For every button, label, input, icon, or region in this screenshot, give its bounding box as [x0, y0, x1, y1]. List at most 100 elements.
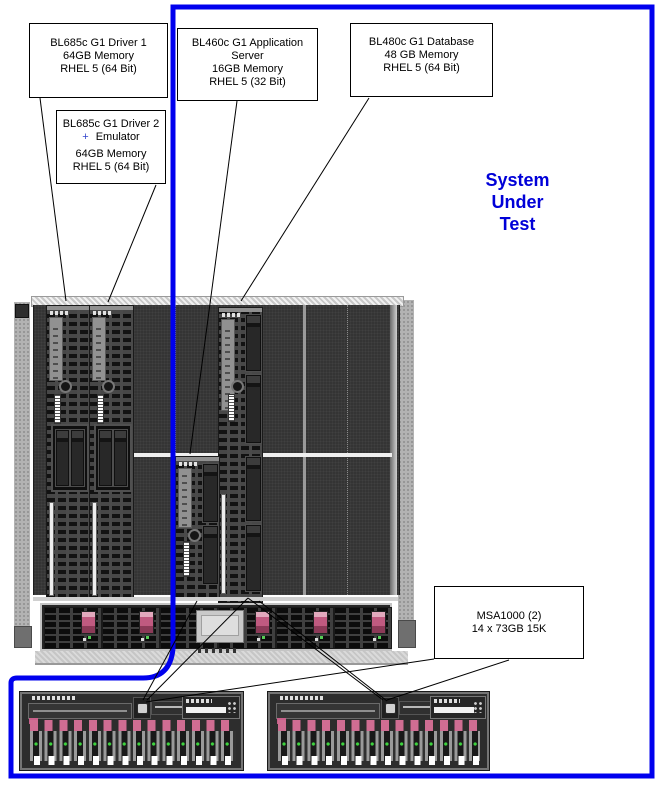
msa-controller-box — [133, 697, 151, 719]
blade-serial-ruler — [97, 394, 104, 424]
msa-model-microtext — [280, 696, 325, 700]
enclosure-bottom-strip — [35, 651, 408, 665]
blade-release-handle — [221, 494, 226, 594]
blade-bl685c-1 — [46, 305, 91, 599]
callout-driver1: BL685c G1 Driver 1 64GB Memory RHEL 5 (6… — [29, 23, 168, 98]
msa-drive-labels — [278, 756, 480, 765]
blade-power-button — [231, 380, 244, 393]
blade-serial-ruler — [228, 394, 235, 422]
msa-indicator-leds — [227, 701, 236, 713]
blade-power-button — [102, 380, 115, 393]
callout-driver1-line2: 64GB Memory — [63, 50, 134, 62]
msa-controller-box — [381, 697, 399, 719]
msa-indicator-leds — [473, 701, 482, 713]
psu-6 — [334, 607, 392, 649]
callout-storage: MSA1000 (2) 14 x 73GB 15K — [434, 586, 584, 659]
sff-drive — [55, 429, 70, 487]
callout-app-line1: BL460c G1 Application — [191, 37, 304, 49]
callout-driver2-line4: RHEL 5 (64 Bit) — [72, 161, 150, 173]
blade-top-edge — [90, 306, 133, 310]
callout-db-line2: 48 GB Memory — [384, 49, 459, 61]
callout-driver2-line2: + Emulator — [57, 131, 165, 144]
callout-driver2-line3: 64GB Memory — [75, 148, 147, 160]
psu-led — [262, 636, 265, 639]
blade-model-microtext — [179, 462, 199, 466]
callout-app-line3: 16GB Memory — [212, 63, 283, 75]
callout-db-line1: BL480c G1 Database — [368, 36, 475, 48]
insight-display-screen — [201, 615, 239, 636]
sff-drive — [245, 524, 262, 592]
blade-top-edge — [219, 308, 262, 312]
plus-sign: + — [82, 131, 89, 143]
callout-driver2-emulator: Emulator — [95, 131, 140, 143]
callout-driver1-line1: BL685c G1 Driver 1 — [50, 37, 147, 49]
blade-serial-ruler — [183, 541, 190, 577]
leader-driver2 — [107, 184, 157, 303]
left-rail-bracket — [15, 304, 29, 318]
msa-bezel — [276, 703, 380, 719]
leader-database — [240, 97, 370, 302]
msa-lcd-bar — [434, 707, 474, 713]
blade-model-microtext — [93, 311, 113, 315]
blade-model-microtext — [222, 313, 242, 317]
sff-drive — [245, 314, 262, 372]
callout-app-line4: RHEL 5 (32 Bit) — [209, 76, 286, 88]
right-rack-rail — [398, 300, 414, 648]
msa-display-microtext — [186, 699, 212, 703]
msa-drive-eject-tabs — [30, 720, 236, 731]
sff-drive — [113, 429, 128, 487]
blade-top-edge — [47, 306, 90, 310]
callout-db-line3: RHEL 5 (64 Bit) — [383, 62, 460, 74]
msa-lcd-bar — [186, 707, 226, 713]
left-rack-rail — [14, 302, 30, 648]
blade-bl480c — [218, 307, 263, 603]
psu-led — [378, 636, 381, 639]
callout-driver1-line3: RHEL 5 (64 Bit) — [60, 63, 137, 75]
msa-unit-1 — [19, 691, 244, 771]
left-rail-foot — [14, 626, 32, 648]
msa-bezel — [28, 703, 132, 719]
blade-drive-bay — [94, 424, 132, 492]
blade-model-microtext — [50, 311, 70, 315]
blade-enclosure — [14, 296, 416, 665]
blade-label-strip — [178, 468, 192, 528]
blade-bl685c-2 — [89, 305, 134, 599]
right-rail-foot — [398, 620, 416, 648]
psu-1 — [44, 607, 102, 649]
blade-drive-bay — [51, 424, 89, 492]
msa-controller-button — [385, 703, 396, 714]
insight-display-buttons — [198, 648, 236, 653]
psu-led — [146, 636, 149, 639]
callout-driver2: BL685c G1 Driver 2 + Emulator 64GB Memory… — [56, 110, 166, 184]
sut-line2: Under — [491, 192, 544, 212]
psu-handle — [255, 611, 270, 634]
psu-handle — [371, 611, 386, 634]
msa-bezel-vent — [33, 710, 127, 712]
psu-led — [320, 636, 323, 639]
blade-serial-ruler — [54, 394, 61, 424]
blade-bl460c — [175, 456, 220, 598]
msa-display-module — [430, 696, 486, 719]
msa-controller-button — [137, 703, 148, 714]
bay-divider — [347, 305, 348, 595]
blade-release-handle — [92, 502, 97, 596]
msa-display-module — [182, 696, 240, 719]
psu-5 — [276, 607, 334, 649]
psu-handle — [81, 611, 96, 634]
sff-drive — [245, 456, 262, 522]
psu-led — [88, 636, 91, 639]
system-under-test-label: System Under Test — [455, 169, 580, 235]
msa-unit-2 — [267, 691, 490, 771]
callout-app-line2: Server — [231, 50, 264, 62]
callout-driver2-line1: BL685c G1 Driver 2 — [62, 118, 160, 130]
sut-line3: Test — [499, 214, 536, 234]
msa-drive-labels — [30, 756, 236, 765]
blade-release-handle — [49, 502, 54, 596]
msa-display-microtext — [434, 699, 460, 703]
psu-handle — [313, 611, 328, 634]
sff-drive — [202, 463, 219, 523]
callout-app-server: BL460c G1 Application Server 16GB Memory… — [177, 28, 318, 101]
sff-drive — [70, 429, 85, 487]
blade-top-edge — [176, 457, 219, 461]
